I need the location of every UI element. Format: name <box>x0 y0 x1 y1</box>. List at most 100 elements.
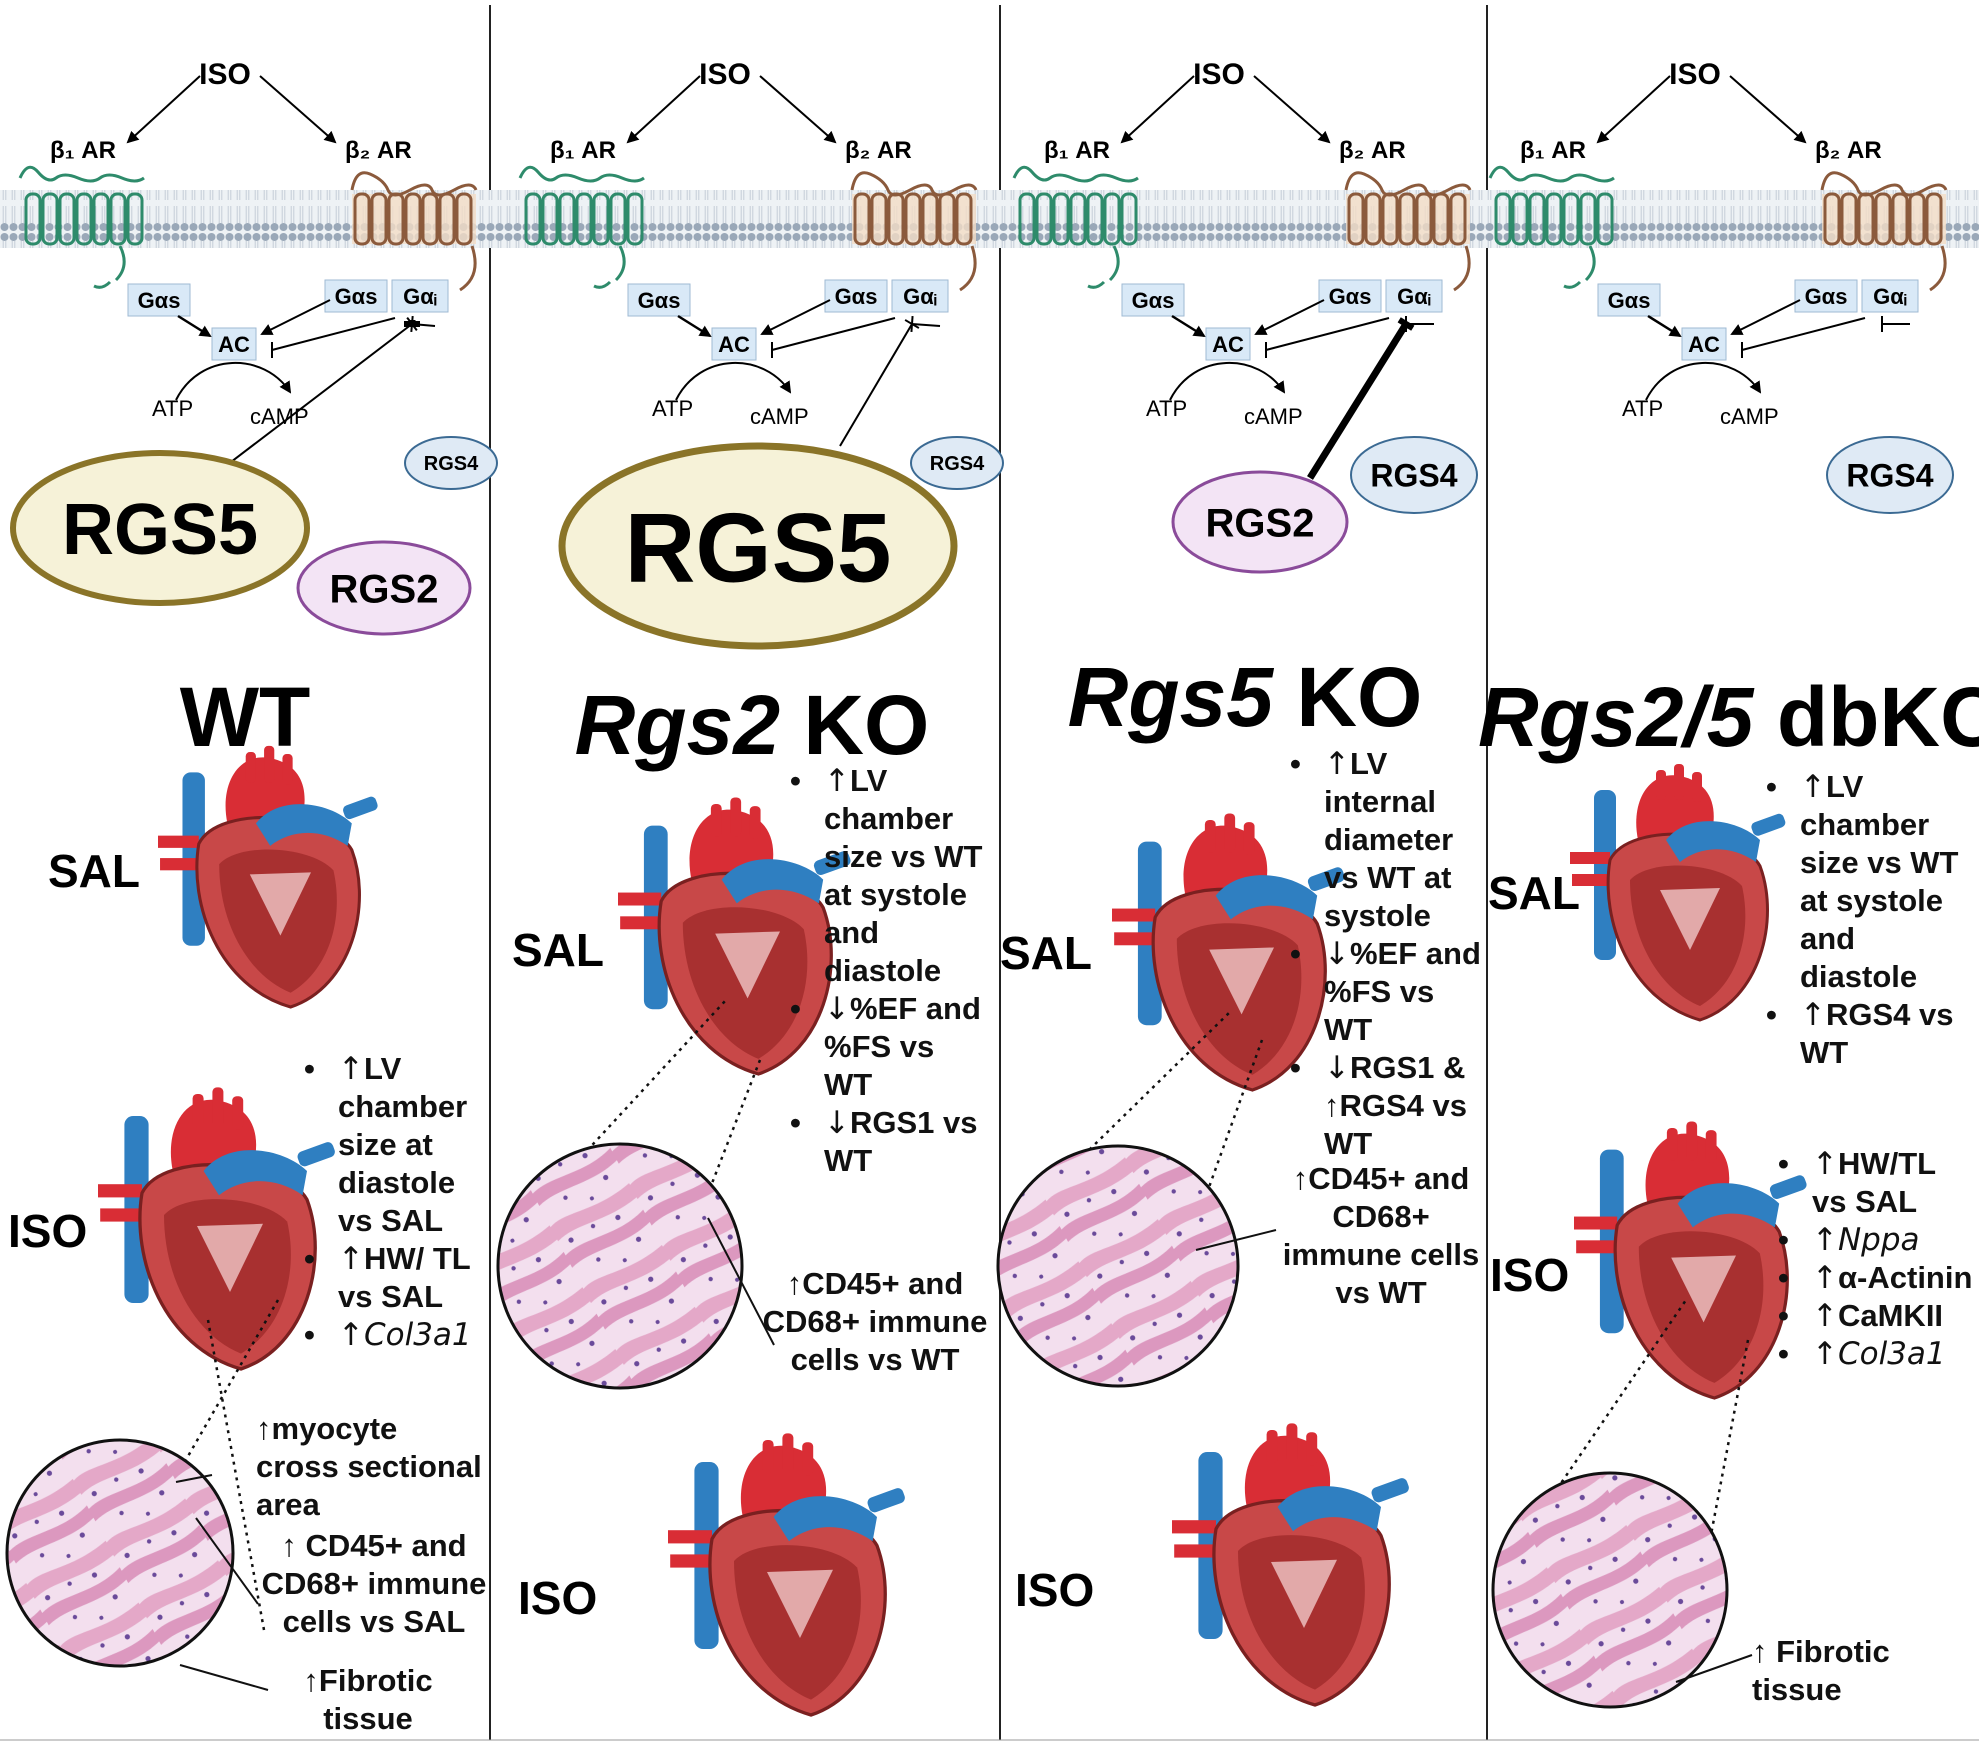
beta1-receptor-label: β₁ AR <box>1044 137 1110 164</box>
finding-text: %EF and %FS vs WT <box>1324 936 1481 1047</box>
gene-name: Col3a1 <box>363 1317 472 1353</box>
note-wt-myocyte: ↑myocyte cross sectional area <box>256 1411 482 1522</box>
condition-label-iso: ISO <box>1490 1249 1570 1301</box>
finding-item: ↑LV chamber size vs WT at systole and di… <box>1766 768 1970 996</box>
finding-text: RGS4 vs WT <box>1800 997 1954 1070</box>
finding-text: HW/ TL vs SAL <box>338 1241 471 1314</box>
arrow-symbol: ↑ <box>338 1241 364 1277</box>
gene-name: Col3a1 <box>1837 1336 1946 1372</box>
note-wt-immune: ↑ CD45+ and CD68+ immune cells vs SAL <box>261 1528 487 1639</box>
rgs4-label: RGS4 <box>424 453 479 475</box>
g-alpha-i-box: Gαᵢ <box>403 284 437 309</box>
panel-title-wt: WT <box>0 675 495 759</box>
condition-label-sal: SAL <box>48 845 140 897</box>
rgs4-label: RGS4 <box>930 453 985 475</box>
note-rgs2ko-immune: ↑CD45+ and CD68+ immune cells vs WT <box>762 1266 988 1377</box>
finding-item: ↓%EF and %FS vs WT <box>1290 935 1488 1049</box>
finding-item: ↑RGS4 vs WT <box>1766 996 1970 1072</box>
arrow-symbol: ↑ <box>1800 769 1826 805</box>
arrow-symbol: ↑ <box>1812 1298 1838 1334</box>
g-alpha-s-box: Gαs <box>638 288 681 313</box>
findings-dbko-sal: ↑LV chamber size vs WT at systole and di… <box>1766 768 1970 1072</box>
atp-label: ATP <box>1146 396 1187 421</box>
magnification-guide <box>1037 1009 1233 1201</box>
g-alpha-s-box: Gαs <box>138 288 181 313</box>
condition-label-sal: SAL <box>1488 867 1580 919</box>
rgs4-ellipse <box>1826 436 1954 514</box>
finding-text: RGS1 & ↑RGS4 vs WT <box>1324 1050 1468 1161</box>
finding-item: ↑HW/ TL vs SAL <box>304 1240 494 1316</box>
finding-text: LV chamber size vs WT at systole and dia… <box>1800 769 1959 994</box>
finding-item: ↑LV chamber size vs WT at systole and di… <box>790 762 990 990</box>
finding-item: ↑LV chamber size at diastole vs SAL <box>304 1050 494 1240</box>
annotation-pointer <box>1675 1654 1753 1683</box>
finding-text: HW/TL vs SAL <box>1812 1146 1936 1219</box>
beta1-receptor <box>18 165 145 289</box>
finding-item: ↑LV internal diameter vs WT at systole <box>1290 745 1488 935</box>
atp-label: ATP <box>152 396 193 421</box>
finding-item: ↑Nppa <box>1778 1221 1974 1259</box>
title-suffix: KO <box>1296 650 1423 744</box>
condition-label-iso: ISO <box>1015 1564 1095 1616</box>
beta1-receptor <box>1012 165 1139 289</box>
beta2-receptor-label: β₂ AR <box>1339 137 1406 164</box>
rgs2-ellipse <box>1171 470 1349 574</box>
g-alpha-s-box: Gαs <box>1805 284 1848 309</box>
rgs4-ellipse <box>1350 436 1478 514</box>
heart-rgs5ko-sal <box>1112 813 1345 1092</box>
rgs4-ellipse <box>404 436 498 490</box>
finding-item: ↑HW/TL vs SAL <box>1778 1145 1974 1221</box>
condition-label-iso: ISO <box>518 1572 598 1624</box>
finding-item: ↑CaMKII <box>1778 1297 1974 1335</box>
g-alpha-i-box: Gαᵢ <box>1397 284 1431 309</box>
findings-rgs5ko-sal: ↑LV internal diameter vs WT at systole↓%… <box>1290 745 1488 1163</box>
arrow-symbol: ↑ <box>1812 1336 1838 1372</box>
rgs5-ellipse <box>558 442 958 650</box>
magnification-guide <box>1700 1339 1750 1583</box>
adenylyl-cyclase-box: AC <box>718 332 750 357</box>
g-alpha-s-box: Gαs <box>1132 288 1175 313</box>
iso-ligand-label: ISO <box>699 58 751 91</box>
histology-dbko <box>1491 1471 1729 1709</box>
finding-text: CaMKII <box>1837 1298 1944 1333</box>
arrow-symbol: ↑ <box>1812 1222 1838 1258</box>
condition-label-iso: ISO <box>8 1205 88 1257</box>
iso-ligand-label: ISO <box>199 58 251 91</box>
histology-rgs2ko <box>496 1142 744 1390</box>
adenylyl-cyclase-box: AC <box>1212 332 1244 357</box>
finding-item: ↓RGS1 & ↑RGS4 vs WT <box>1290 1049 1488 1163</box>
arrow-symbol: ↑ <box>1812 1146 1838 1182</box>
finding-text: LV chamber size at diastole vs SAL <box>338 1051 468 1238</box>
arrow-symbol: ↑ <box>1800 997 1826 1033</box>
heart-dbko-sal <box>1570 764 1786 1022</box>
rgs5-ellipse <box>10 450 310 606</box>
beta1-receptor-label: β₁ AR <box>550 137 616 164</box>
title-suffix: KO <box>803 678 930 772</box>
findings-rgs2ko-sal: ↑LV chamber size vs WT at systole and di… <box>790 762 990 1180</box>
histology-rgs5ko <box>996 1144 1240 1388</box>
beta2-receptor <box>850 171 978 292</box>
beta2-receptor-label: β₂ AR <box>845 137 912 164</box>
beta2-receptor-label: β₂ AR <box>1815 137 1882 164</box>
adenylyl-cyclase-box: AC <box>218 332 250 357</box>
rgs4-label: RGS4 <box>1846 458 1933 494</box>
title-space <box>780 678 803 772</box>
gene-name: Nppa <box>1837 1222 1920 1258</box>
rgs4-label: RGS4 <box>1370 458 1457 494</box>
annotation-pointer <box>1195 1229 1277 1251</box>
note-dbko-fibrotic: ↑ Fibrotic tissue <box>1752 1634 1890 1707</box>
g-alpha-s-box: Gαs <box>1608 288 1651 313</box>
note-rgs5ko-immune: ↑CD45+ and CD68+ immune cells vs WT <box>1282 1161 1480 1310</box>
title-suffix: WT <box>179 670 311 764</box>
rgs5-label: RGS5 <box>625 492 892 602</box>
rgs4-ellipse <box>910 436 1004 490</box>
title-suffix: dbKO <box>1776 670 1979 764</box>
rgs5-label: RGS5 <box>62 490 258 570</box>
panel-title-rgs5ko: Rgs5 KO <box>995 655 1495 739</box>
finding-text: LV internal diameter vs WT at systole <box>1324 746 1454 933</box>
arrow-symbol: ↓ <box>824 991 850 1027</box>
